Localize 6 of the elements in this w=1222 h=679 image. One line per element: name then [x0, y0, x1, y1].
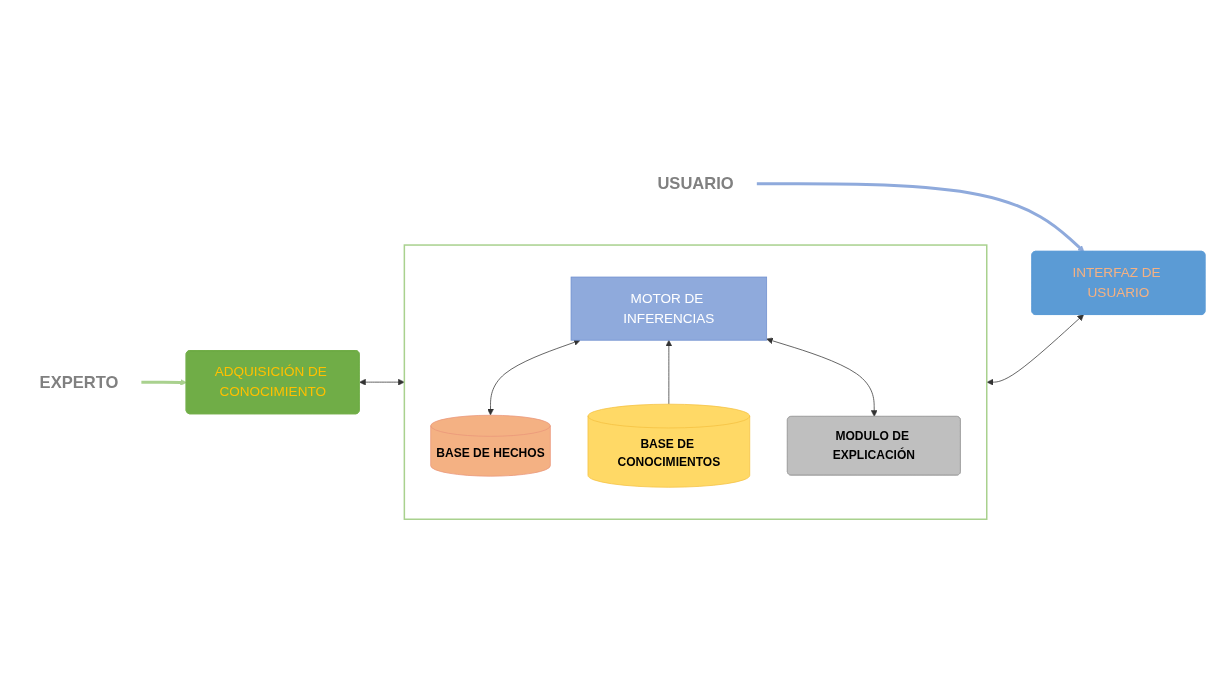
- node-box: MOTOR DE INFERENCIAS: [570, 276, 768, 341]
- arrow: [756, 182, 1085, 252]
- node-text: EXPERTO: [39, 372, 119, 392]
- arrow: [141, 378, 187, 386]
- node-text: USUARIO: [657, 174, 734, 193]
- cluster: [403, 244, 988, 520]
